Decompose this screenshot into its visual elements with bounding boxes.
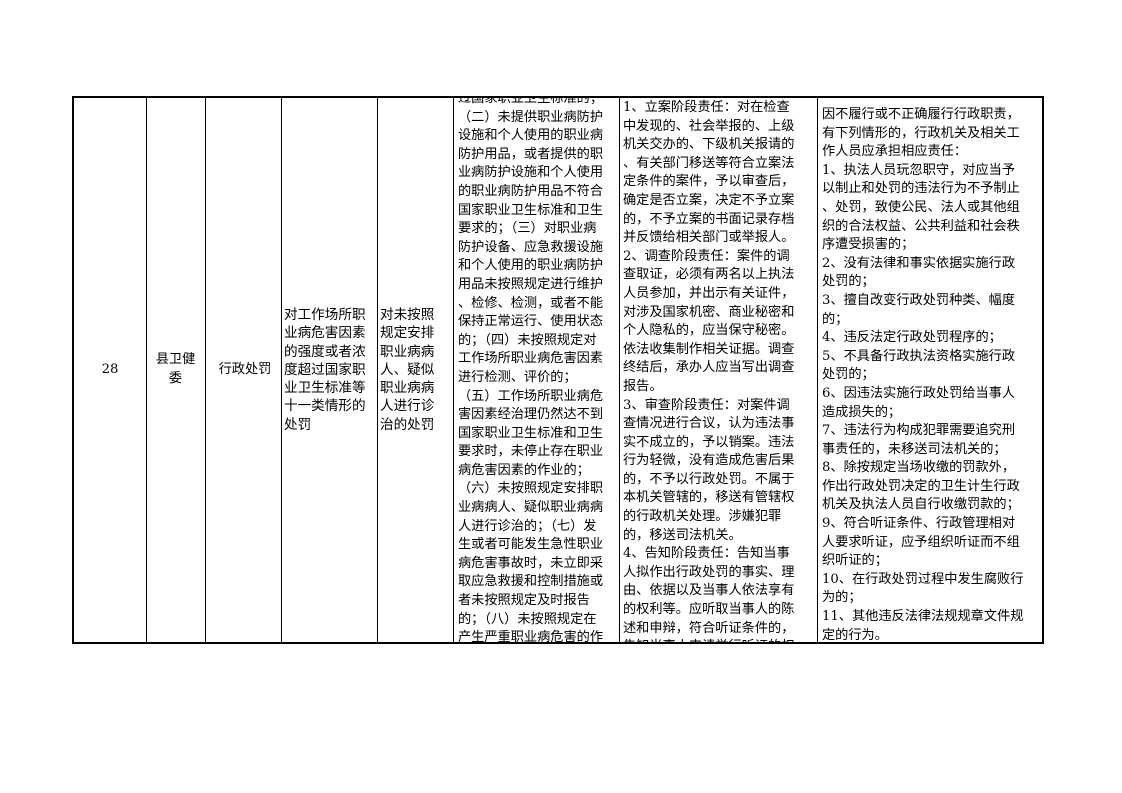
legal-basis-text: 过国家职业卫生标准的； （二）未提供职业病防护 设施和个人使用的职业病 防护用品…: [458, 98, 604, 642]
column-divider: [453, 98, 454, 642]
row-number-cell: 28: [74, 98, 146, 642]
column-divider: [619, 98, 620, 642]
column-divider: [281, 98, 282, 642]
sub-item-name: 对未按照 规定安排 职业病病 人、疑似 职业病病 人进行诊 治的处罚: [380, 307, 435, 433]
department-cell: 县卫健 委: [147, 98, 204, 642]
power-type-cell: 行政处罚: [209, 98, 281, 642]
column-divider: [377, 98, 378, 642]
power-list-table: 28 县卫健 委 行政处罚 对工作场所职 业病危害因素 的强度或者浓 度超过国家…: [72, 96, 1044, 644]
sub-item-cell: 对未按照 规定安排 职业病病 人、疑似 职业病病 人进行诊 治的处罚: [378, 98, 452, 642]
column-divider: [817, 98, 818, 642]
row-number: 28: [101, 361, 119, 377]
department: 县卫健 委: [155, 352, 196, 386]
column-divider: [205, 98, 206, 642]
matter-name: 对工作场所职 业病危害因素 的强度或者浓 度超过国家职 业卫生标准等 十一类情形…: [284, 307, 366, 433]
responsibility-cell: 1、立案阶段责任：对在检查 中发现的、社会举报的、上级 机关交办的、下级机关报请…: [620, 98, 815, 642]
column-divider: [146, 98, 147, 642]
matter-cell: 对工作场所职 业病危害因素 的强度或者浓 度超过国家职 业卫生标准等 十一类情形…: [282, 98, 377, 642]
responsibility-text: 1、立案阶段责任：对在检查 中发现的、社会举报的、上级 机关交办的、下级机关报请…: [623, 100, 795, 642]
basis-cell: 过国家职业卫生标准的； （二）未提供职业病防护 设施和个人使用的职业病 防护用品…: [456, 98, 619, 642]
accountability-text: 因不履行或不正确履行行政职责， 有下列情形的，行政机关及相关工 作人员应承担相应…: [822, 107, 1024, 642]
accountability-cell: 因不履行或不正确履行行政职责， 有下列情形的，行政机关及相关工 作人员应承担相应…: [819, 98, 1044, 642]
power-type: 行政处罚: [218, 361, 272, 377]
